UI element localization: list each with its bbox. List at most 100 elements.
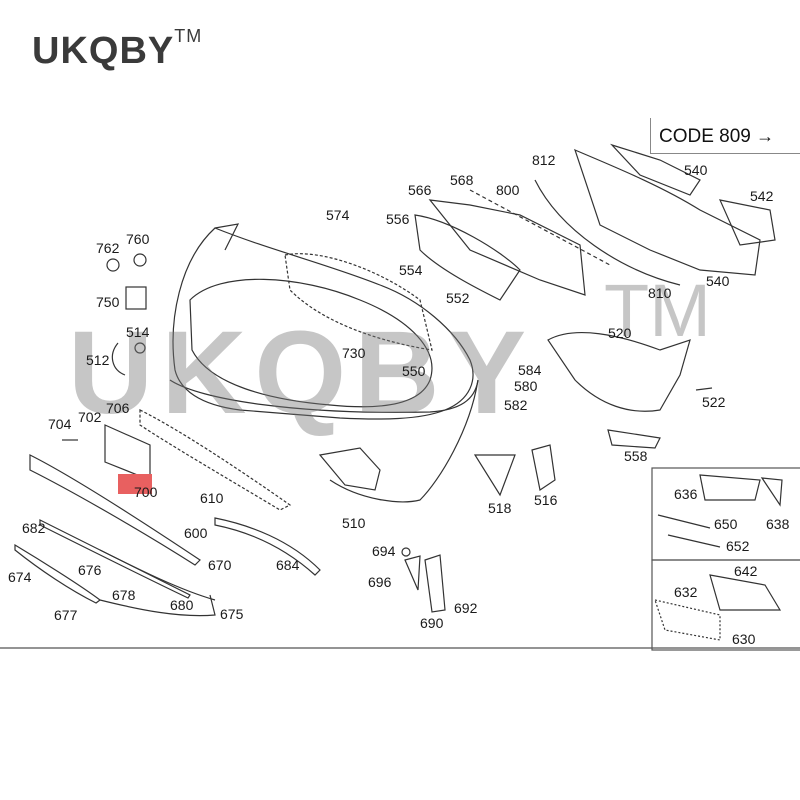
sensor-760 [133, 253, 147, 267]
part-label: 810 [648, 285, 672, 301]
support-540 [574, 148, 761, 276]
strip-600 [29, 454, 201, 566]
cable-810 [534, 179, 681, 286]
part-label: 638 [766, 516, 790, 532]
bracket-558 [607, 429, 661, 449]
bumper-side [329, 379, 479, 503]
bracket-542 [718, 199, 776, 246]
cover-512 [111, 342, 126, 376]
brand-name: UKQBY [32, 30, 175, 72]
inset-box-lower [651, 559, 800, 651]
part-label: 540 [684, 162, 708, 178]
part-label: 674 [8, 569, 32, 585]
part-label: 680 [170, 597, 194, 613]
part-label: 700 [134, 484, 158, 500]
part-label: 730 [342, 345, 366, 361]
strip-670 [99, 549, 216, 601]
part-label: 518 [488, 500, 512, 516]
fog-opening [318, 447, 381, 491]
part-label: 690 [420, 615, 444, 631]
screw-522 [695, 387, 713, 391]
part-label: 676 [78, 562, 102, 578]
strip-684 [214, 517, 321, 576]
part-label: 684 [276, 557, 300, 573]
strip-652 [667, 534, 721, 548]
trim-636 [699, 474, 761, 501]
part-label: 632 [674, 584, 698, 600]
part-label: 552 [446, 290, 470, 306]
part-692 [404, 555, 421, 591]
part-label: 610 [200, 490, 224, 506]
part-label: 682 [22, 520, 46, 536]
strip-682 [39, 519, 191, 599]
grille-mesh [284, 253, 433, 351]
part-label: 696 [368, 574, 392, 590]
cover-690 [424, 554, 446, 613]
part-label: 760 [126, 231, 150, 247]
support-540b [610, 143, 701, 196]
part-label: 580 [514, 378, 538, 394]
bumper-corner [214, 223, 240, 251]
part-label: 652 [726, 538, 750, 554]
mesh-630 [654, 599, 721, 641]
spoiler-610 [139, 409, 292, 511]
part-label: 540 [706, 273, 730, 289]
part-label: 582 [504, 397, 528, 413]
part-label: 558 [624, 448, 648, 464]
part-label: 514 [126, 324, 150, 340]
part-label: 642 [734, 563, 758, 579]
sensor-750 [125, 286, 147, 310]
part-label: 706 [106, 400, 130, 416]
brand-tm: TM [174, 26, 203, 46]
part-label: 512 [86, 352, 110, 368]
code-box: CODE 809 → [650, 118, 800, 154]
trim-518 [473, 454, 516, 497]
arrow-right-icon: → [756, 126, 775, 146]
trim-638 [760, 477, 783, 507]
part-label: 677 [54, 607, 78, 623]
part-label: 522 [702, 394, 726, 410]
strip-674 [14, 543, 102, 604]
frame-640 [709, 574, 782, 611]
trim-675 [99, 594, 216, 617]
part-label: 692 [454, 600, 478, 616]
part-label: 678 [112, 587, 136, 603]
code-text: CODE 809 [659, 126, 751, 147]
trim-516 [531, 444, 556, 491]
part-label: 704 [48, 416, 72, 432]
sensor-762 [106, 258, 120, 272]
part-label: 670 [208, 557, 232, 573]
bracket-520 [547, 331, 691, 412]
part-label: 516 [534, 492, 558, 508]
part-label: 750 [96, 294, 120, 310]
highlight-700 [118, 474, 152, 494]
part-label: 550 [402, 363, 426, 379]
carrier-556 [414, 214, 521, 301]
part-label: 650 [714, 516, 738, 532]
part-label: 800 [496, 182, 520, 198]
watermark: UKQBY [68, 307, 535, 439]
part-label: 702 [78, 409, 102, 425]
part-label: 574 [326, 207, 350, 223]
part-label: 568 [450, 172, 474, 188]
part-label: 542 [750, 188, 774, 204]
watermark-tm: TM [604, 269, 711, 352]
part-label: 636 [674, 486, 698, 502]
part-label: 566 [408, 182, 432, 198]
brand-logo: UKQBYTM [32, 26, 202, 73]
part-label: 694 [372, 543, 396, 559]
part-label: 556 [386, 211, 410, 227]
part-label: 675 [220, 606, 244, 622]
cable-800 [469, 189, 611, 266]
clip-514 [134, 342, 146, 354]
nut-694 [401, 547, 411, 557]
part-label: 554 [399, 262, 423, 278]
bumper-lower-edge [169, 379, 479, 413]
part-label: 630 [732, 631, 756, 647]
part-label: 812 [532, 152, 556, 168]
part-label: 762 [96, 240, 120, 256]
carrier-566 [428, 199, 586, 296]
part-label: 510 [342, 515, 366, 531]
part-label: 520 [608, 325, 632, 341]
